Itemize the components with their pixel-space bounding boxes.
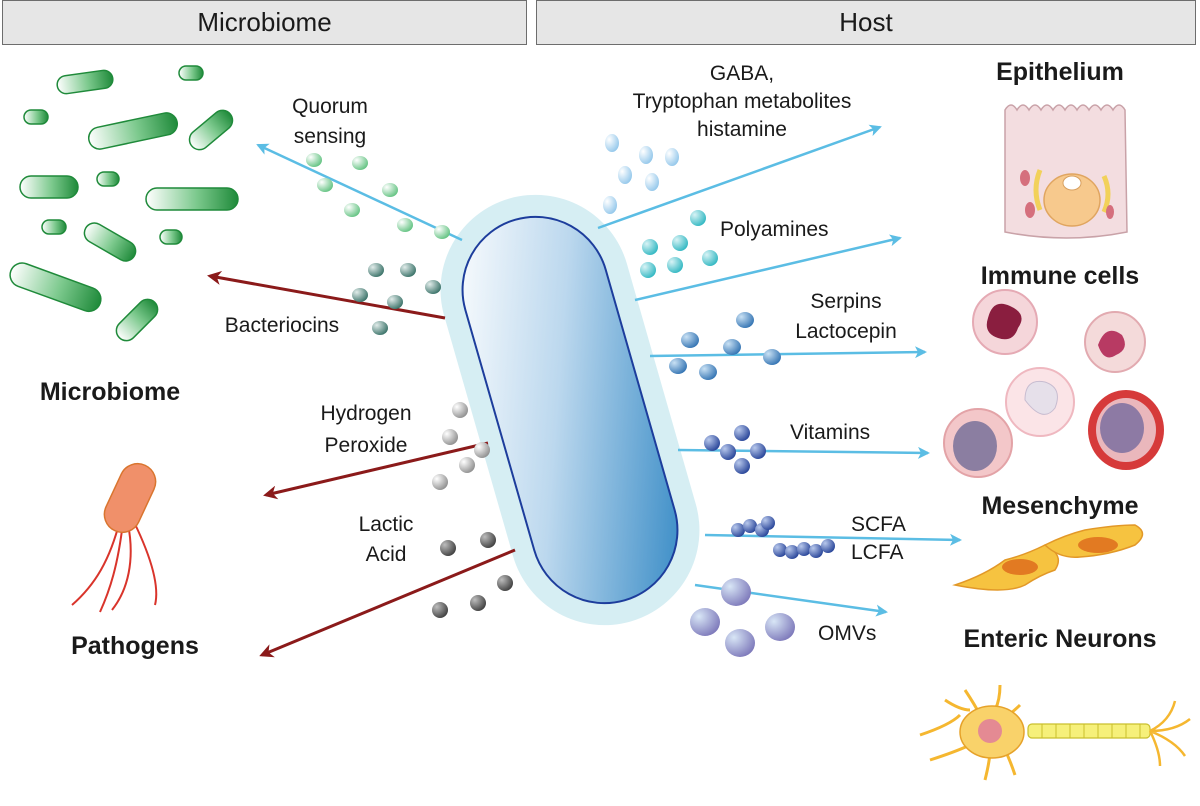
- label-gaba: GABA,: [710, 62, 774, 85]
- fatty-acid-molecules: [731, 516, 835, 559]
- arrow-scfa: [704, 533, 962, 546]
- label-tryptophan: Tryptophan metabolites: [633, 90, 852, 113]
- arrow-serpins: [649, 346, 927, 359]
- microbiome-header: Microbiome: [2, 0, 527, 45]
- label-enteric-neurons: Enteric Neurons: [963, 625, 1156, 653]
- arrow-gaba: [597, 124, 882, 230]
- label-vitamins: Vitamins: [790, 421, 870, 444]
- epithelium-cell-icon: [1004, 104, 1128, 239]
- arrow-polyamines: [634, 234, 902, 302]
- quorum-molecules: [306, 153, 450, 239]
- vitamin-molecules: [704, 425, 766, 474]
- label-omvs: OMVs: [818, 622, 876, 645]
- label-microbiome-target: Microbiome: [40, 378, 180, 406]
- label-lactic: Lactic: [359, 513, 414, 536]
- gaba-molecules: [603, 134, 679, 214]
- enteric-neuron-icon: [919, 684, 1191, 781]
- hydrogen-peroxide-molecules: [432, 402, 490, 490]
- commensal-bacteria-icon: [9, 65, 239, 342]
- label-serpins: Serpins: [810, 290, 881, 313]
- label-immune-cells: Immune cells: [981, 262, 1139, 290]
- arrow-quorum: [256, 143, 463, 242]
- lactic-acid-molecules: [432, 532, 513, 618]
- polyamine-molecules: [640, 210, 718, 278]
- label-mesenchyme: Mesenchyme: [981, 492, 1138, 520]
- label-pathogens-target: Pathogens: [71, 632, 199, 660]
- label-quorum-2: sensing: [294, 125, 366, 148]
- arrow-bacteriocins: [207, 271, 446, 320]
- omv-vesicles: [690, 578, 795, 657]
- label-peroxide: Peroxide: [325, 434, 408, 457]
- label-scfa: SCFA: [851, 513, 906, 536]
- immune-cells-icon: [943, 289, 1164, 478]
- label-polyamines: Polyamines: [720, 218, 829, 241]
- arrow-vitamins: [677, 446, 930, 459]
- label-lactocepin: Lactocepin: [795, 320, 897, 343]
- pathogen-icon: [71, 462, 158, 613]
- serpin-molecules: [669, 312, 781, 380]
- left-arrows: [207, 143, 516, 658]
- bacteriocin-molecules: [352, 263, 441, 335]
- label-histamine: histamine: [697, 118, 787, 141]
- label-bacteriocins: Bacteriocins: [225, 314, 339, 337]
- label-lcfa: LCFA: [851, 541, 904, 564]
- host-header: Host: [536, 0, 1196, 45]
- label-acid: Acid: [366, 543, 407, 566]
- probiotic-bacterium-icon: [440, 194, 700, 626]
- arrow-lactic: [259, 548, 516, 658]
- right-arrows: [597, 124, 962, 617]
- label-epithelium: Epithelium: [996, 58, 1124, 86]
- label-hydrogen: Hydrogen: [320, 402, 411, 425]
- label-quorum-1: Quorum: [292, 95, 368, 118]
- mesenchyme-cells-icon: [952, 524, 1144, 591]
- arrow-h2o2: [263, 441, 489, 500]
